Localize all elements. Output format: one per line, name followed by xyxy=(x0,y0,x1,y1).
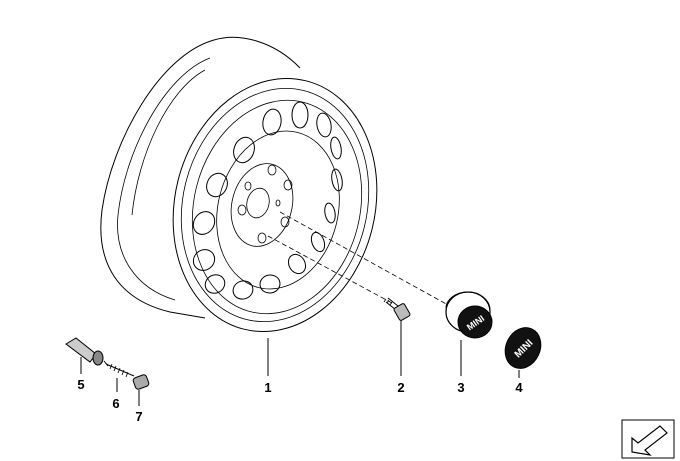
part-number-2: 2 xyxy=(397,380,404,395)
part-number-5: 5 xyxy=(77,377,84,392)
valve-core xyxy=(103,360,135,378)
part-number-1: 1 xyxy=(264,380,271,395)
wheel-bolt xyxy=(383,297,411,321)
emblem: MINI xyxy=(504,327,542,369)
part-number-6: 6 xyxy=(112,396,119,411)
part-number-4: 4 xyxy=(515,380,523,395)
vent-holes xyxy=(192,101,343,300)
part-number-3: 3 xyxy=(457,380,464,395)
leader-lines xyxy=(80,320,520,406)
valve-sleeve xyxy=(132,374,150,390)
center-cap: MINI xyxy=(445,291,493,339)
part-number-7: 7 xyxy=(135,409,142,424)
arrow-icon[interactable] xyxy=(621,419,675,459)
valve-cap xyxy=(65,337,104,366)
steel-wheel xyxy=(100,36,449,333)
